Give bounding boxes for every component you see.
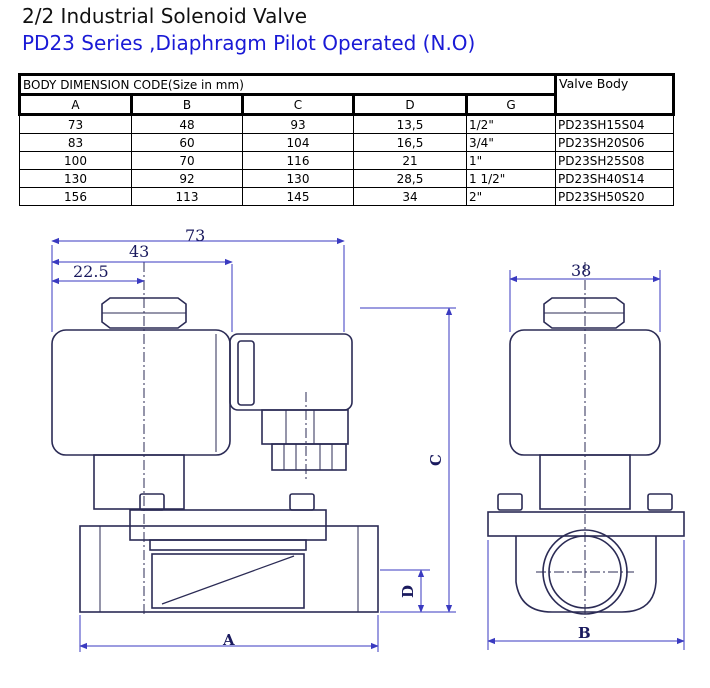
column-header-g: G bbox=[465, 93, 557, 116]
cell-a: 156 bbox=[19, 187, 132, 206]
cell-body: PD23SH50S20 bbox=[555, 187, 674, 206]
cell-d: 16,5 bbox=[353, 133, 467, 152]
dim-b-label: B bbox=[578, 624, 591, 642]
table-group-header: BODY DIMENSION CODE(Size in mm) bbox=[18, 73, 557, 96]
column-header-a: A bbox=[18, 93, 133, 116]
dimension-table: BODY DIMENSION CODE(Size in mm) Valve Bo… bbox=[18, 73, 675, 206]
product-title: 2/2 Industrial Solenoid Valve bbox=[22, 4, 308, 28]
cell-a: 73 bbox=[19, 114, 132, 134]
column-header-c: C bbox=[241, 93, 355, 116]
dim-22-5-label: 22.5 bbox=[73, 262, 109, 281]
cell-d: 28,5 bbox=[353, 169, 467, 188]
cell-c: 116 bbox=[242, 151, 354, 170]
side-view bbox=[487, 297, 685, 615]
table-row: 156 113 145 34 2" PD23SH50S20 bbox=[19, 187, 674, 206]
dim-43-label: 43 bbox=[129, 242, 149, 261]
dim-d-label: D bbox=[399, 585, 417, 598]
dim-38-label: 38 bbox=[571, 261, 591, 280]
column-header-b: B bbox=[130, 93, 244, 116]
dim-73-label: 73 bbox=[185, 226, 205, 245]
cell-g: 1/2" bbox=[466, 114, 556, 134]
front-dimension-lines bbox=[51, 237, 456, 652]
cell-body: PD23SH40S14 bbox=[555, 169, 674, 188]
cell-d: 34 bbox=[353, 187, 467, 206]
cell-b: 113 bbox=[131, 187, 243, 206]
side-dimension-lines bbox=[487, 270, 685, 650]
cell-a: 83 bbox=[19, 133, 132, 152]
valve-body-header: Valve Body bbox=[554, 73, 675, 116]
cell-body: PD23SH15S04 bbox=[555, 114, 674, 134]
front-view bbox=[51, 297, 379, 613]
table-row: 130 92 130 28,5 1 1/2" PD23SH40S14 bbox=[19, 169, 674, 188]
dim-c-label: C bbox=[427, 454, 445, 466]
cell-g: 3/4" bbox=[466, 133, 556, 152]
dim-a-label: A bbox=[222, 631, 235, 649]
cell-body: PD23SH20S06 bbox=[555, 133, 674, 152]
product-subtitle: PD23 Series ,Diaphragm Pilot Operated (N… bbox=[22, 31, 476, 55]
table-row: 83 60 104 16,5 3/4" PD23SH20S06 bbox=[19, 133, 674, 152]
column-header-d: D bbox=[352, 93, 468, 116]
cell-c: 145 bbox=[242, 187, 354, 206]
